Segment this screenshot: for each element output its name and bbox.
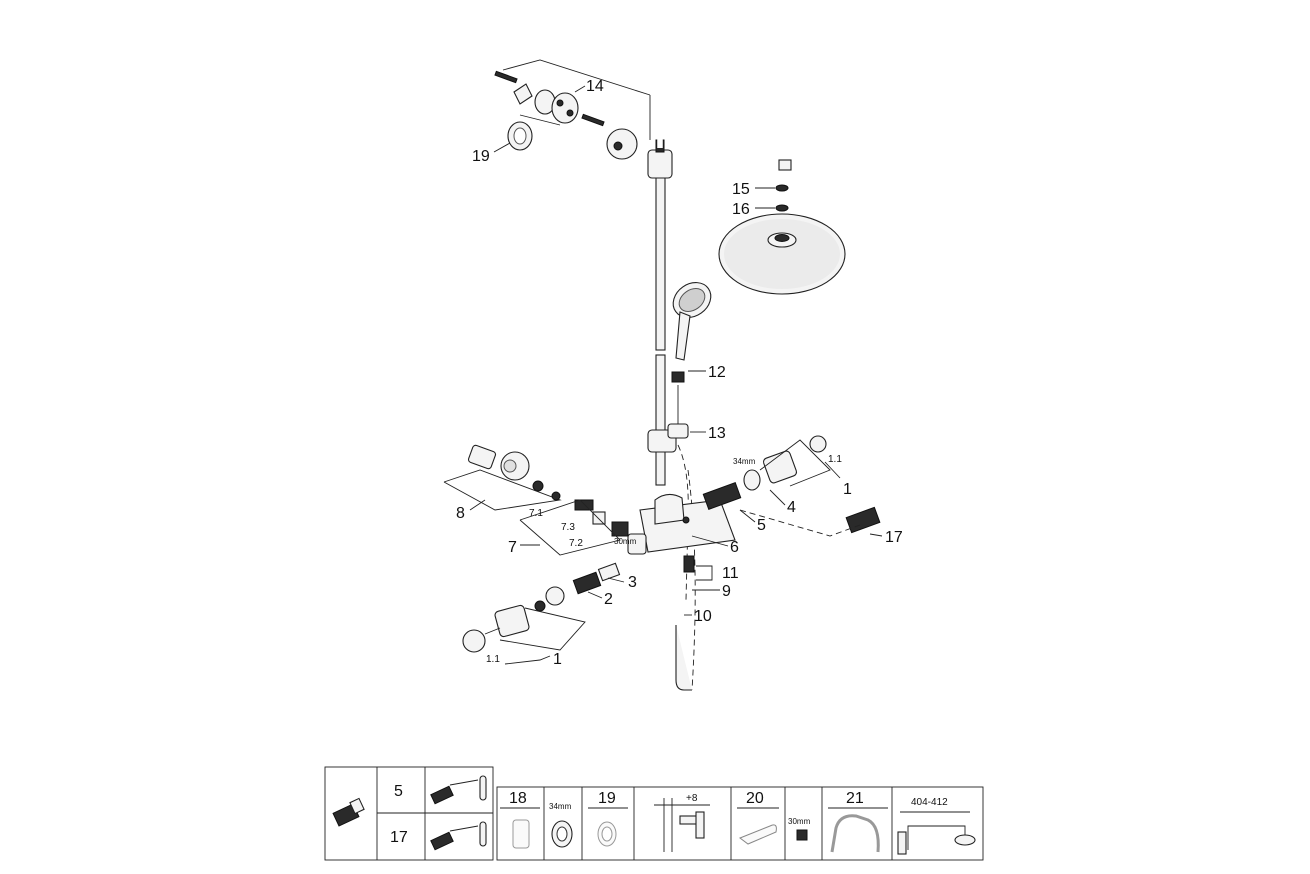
callout-2: 2: [604, 591, 613, 608]
callout-12: 12: [708, 364, 726, 381]
hand-shower: [672, 282, 712, 361]
callout-1-bottom: 1: [553, 651, 562, 668]
legend-label-plus8: +8: [686, 793, 698, 804]
filter-icon: [512, 819, 530, 849]
callout-34mm: 34mm: [733, 457, 756, 466]
legend-number-18: 18: [509, 790, 527, 807]
callout-8: 8: [456, 505, 465, 522]
wall-mount-offset-icon: [654, 798, 710, 852]
legend-number-21: 21: [846, 790, 864, 807]
accessory-legend: 5 17 18 34mm 19 +8: [324, 766, 984, 861]
legend-label-30mm: 30mm: [788, 817, 811, 826]
legend-label-range: 404-412: [911, 797, 948, 808]
callout-14: 14: [586, 78, 604, 95]
legend-label-34mm: 34mm: [549, 802, 572, 811]
callout-4: 4: [787, 499, 796, 516]
legend-number-20: 20: [746, 790, 764, 807]
callout-3: 3: [628, 574, 637, 591]
hand-shower-slider: [647, 423, 689, 453]
callout-7: 7: [508, 539, 517, 556]
callout-15: 15: [732, 181, 750, 198]
callout-10: 10: [694, 608, 712, 625]
left-connection-group-7: [519, 491, 629, 556]
arm-length-icon: [897, 811, 976, 855]
callout-1-top: 1: [843, 481, 852, 498]
callout-leaders: [469, 85, 883, 665]
legend-number-5: 5: [394, 783, 403, 800]
overhead-shower-arm: [657, 77, 792, 171]
callout-7-1: 7.1: [529, 508, 543, 519]
callout-16: 16: [732, 201, 750, 218]
callout-6: 6: [730, 539, 739, 556]
small-nut-icon: [796, 829, 808, 841]
left-connection-group-8: [443, 444, 562, 511]
ring-icon: [597, 821, 617, 847]
callout-30mm: 30mm: [614, 537, 637, 546]
legend-number-17: 17: [390, 829, 408, 846]
connector-icon: [332, 797, 365, 827]
callout-1-1-top: 1.1: [828, 454, 842, 465]
callout-11: 11: [722, 565, 739, 582]
left-connection-group-bottom: [462, 562, 621, 653]
callout-1-1-bottom: 1.1: [486, 654, 500, 665]
nut-icon: [551, 820, 573, 848]
valve-thermometer-icon: [430, 821, 487, 851]
right-connection-group: [702, 435, 881, 537]
callout-7-2: 7.2: [569, 538, 583, 549]
thermostat-mixer: [627, 493, 736, 573]
legend-number-19: 19: [598, 790, 616, 807]
curved-arm-icon: [830, 814, 880, 853]
callout-7-3: 7.3: [561, 522, 575, 533]
callout-17: 17: [885, 529, 903, 546]
head-shower: [718, 184, 846, 295]
callout-5: 5: [757, 517, 766, 534]
valve-thermometer-icon: [430, 775, 487, 805]
callout-13: 13: [708, 425, 726, 442]
callout-19: 19: [472, 148, 490, 165]
callout-labels: 14 19 15 16 12 13 1.1 1 34mm 4 5 17 8 7.…: [456, 78, 903, 668]
wall-bracket-kit: [494, 59, 651, 160]
callout-9: 9: [722, 583, 731, 600]
wrench-icon: [738, 824, 777, 845]
shower-hose: [671, 371, 696, 691]
